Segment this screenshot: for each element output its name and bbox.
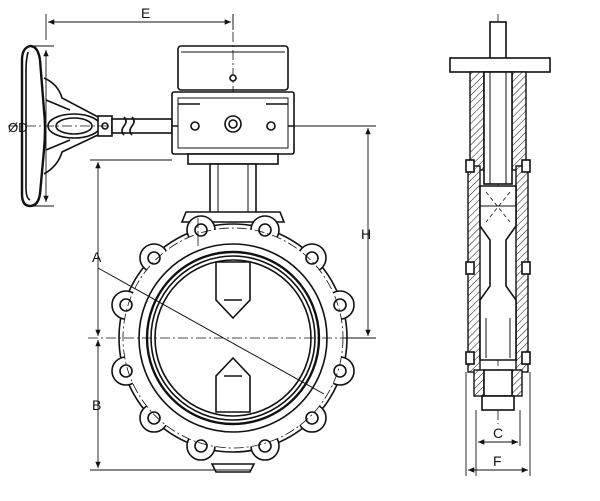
dimension-h — [292, 125, 376, 339]
dimension-a-b — [90, 159, 250, 471]
gearbox — [171, 14, 295, 212]
label-h: H — [361, 226, 371, 242]
label-b: B — [92, 397, 101, 413]
label-a: A — [92, 249, 102, 265]
label-f: F — [493, 453, 502, 469]
dimension-c-f — [465, 372, 531, 476]
label-e: E — [141, 5, 150, 21]
side-view — [449, 14, 551, 424]
front-view — [8, 14, 376, 473]
label-d: ØD — [8, 120, 28, 135]
handwheel — [8, 44, 173, 208]
label-c: C — [493, 425, 503, 441]
valve-neck — [180, 163, 286, 223]
valve-body — [88, 215, 370, 473]
dimension-e — [45, 14, 234, 40]
dimension-d — [30, 45, 54, 207]
